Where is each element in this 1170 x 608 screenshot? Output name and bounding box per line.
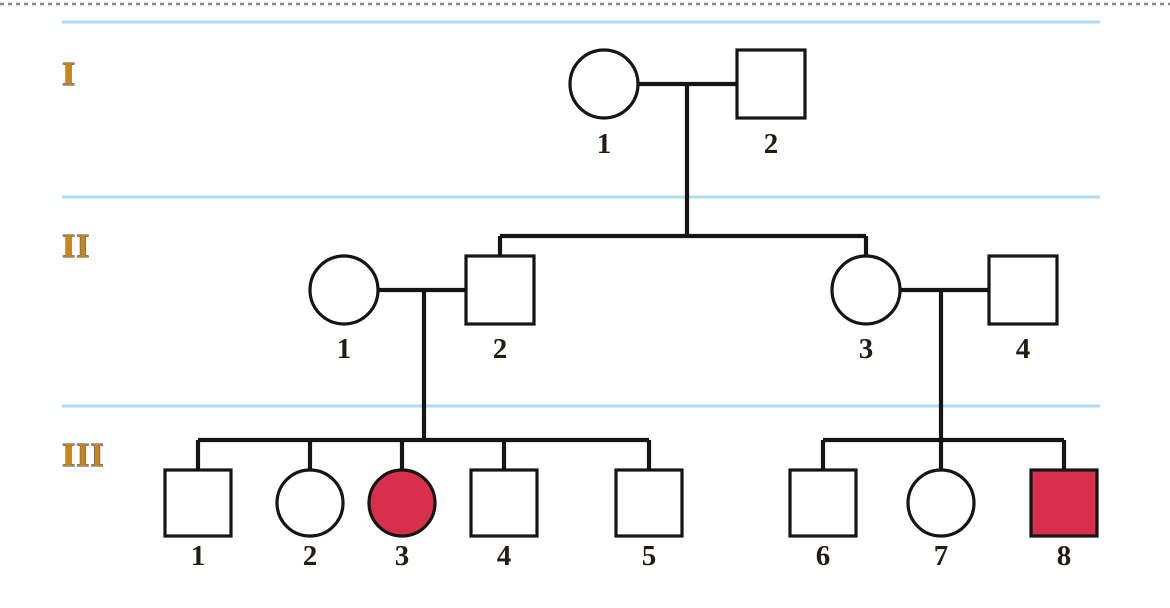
individual-III-2-female-unaffected[interactable] xyxy=(275,468,345,538)
individual-III-7-female-unaffected[interactable] xyxy=(906,468,976,538)
individual-number-II-1: 1 xyxy=(337,333,352,365)
individual-number-III-6: 6 xyxy=(816,540,831,572)
generation-label-II: II xyxy=(62,228,90,265)
individual-number-II-4: 4 xyxy=(1016,333,1031,365)
individual-II-1-female-unaffected[interactable] xyxy=(308,254,380,326)
individual-III-4-male-unaffected[interactable] xyxy=(469,468,539,538)
individual-II-3-female-unaffected[interactable] xyxy=(830,254,902,326)
individual-number-I-1: 1 xyxy=(597,128,612,160)
connectors-layer xyxy=(195,81,1067,470)
individual-number-III-4: 4 xyxy=(497,540,512,572)
individual-III-5-male-unaffected[interactable] xyxy=(614,468,684,538)
individual-III-3-female-affected[interactable] xyxy=(367,468,437,538)
individual-number-III-8: 8 xyxy=(1057,540,1072,572)
individuals-layer xyxy=(163,48,1099,538)
individual-number-I-2: 2 xyxy=(764,128,779,160)
individual-III-1-male-unaffected[interactable] xyxy=(163,468,233,538)
individual-number-III-1: 1 xyxy=(191,540,206,572)
individual-number-III-7: 7 xyxy=(934,540,949,572)
individual-I-1-female-unaffected[interactable] xyxy=(568,48,640,120)
individual-number-III-2: 2 xyxy=(303,540,318,572)
individual-number-III-3: 3 xyxy=(395,540,410,572)
individual-III-6-male-unaffected[interactable] xyxy=(788,468,858,538)
generation-label-I: I xyxy=(62,56,76,93)
individual-number-III-5: 5 xyxy=(642,540,657,572)
individual-III-8-male-affected[interactable] xyxy=(1029,468,1099,538)
individual-II-4-male-unaffected[interactable] xyxy=(987,254,1059,326)
generation-label-III: III xyxy=(62,437,105,474)
individual-number-II-3: 3 xyxy=(859,333,874,365)
individual-number-II-2: 2 xyxy=(493,333,508,365)
individual-I-2-male-unaffected[interactable] xyxy=(735,48,807,120)
guide-lines-layer xyxy=(0,2,1170,408)
individual-II-2-male-unaffected[interactable] xyxy=(464,254,536,326)
